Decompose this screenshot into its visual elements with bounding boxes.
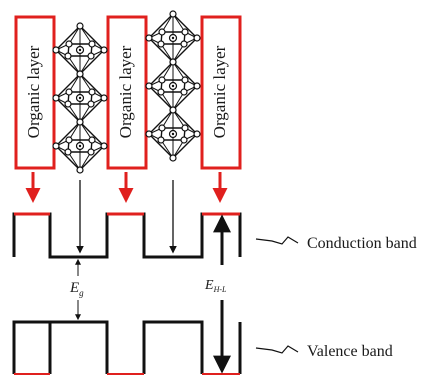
hl-gap-label: EH-L	[204, 278, 227, 294]
conduction-band-leader	[255, 236, 299, 245]
octahedron-1-1	[52, 22, 108, 78]
band-gap-label: Eg	[69, 280, 84, 298]
band-gap-indicator: Eg	[69, 258, 84, 321]
hl-gap-indicator: EH-L	[204, 214, 231, 374]
octahedron-2-3	[145, 106, 201, 162]
valence-band-profile	[12, 320, 242, 375]
octahedron-1-3	[52, 118, 108, 174]
octahedron-2-2	[145, 58, 201, 114]
organic-layer-1: Organic layer	[14, 15, 56, 170]
octahedron-1-2	[52, 70, 108, 126]
organic-layer-2-label: Organic layer	[116, 45, 135, 138]
organic-layer-2: Organic layer	[106, 15, 148, 170]
conduction-band-label: Conduction band	[307, 235, 417, 252]
organic-layer-1-label: Organic layer	[24, 45, 43, 138]
organic-layer-3: Organic layer	[200, 15, 242, 170]
octahedral-stack-1	[52, 22, 108, 174]
conduction-band-profile	[12, 212, 242, 259]
octahedron-2-1	[145, 10, 201, 66]
valence-band-leader	[255, 345, 299, 354]
valence-band-label: Valence band	[307, 343, 393, 360]
octahedral-stack-2	[145, 10, 201, 162]
organic-layer-3-label: Organic layer	[210, 45, 229, 138]
